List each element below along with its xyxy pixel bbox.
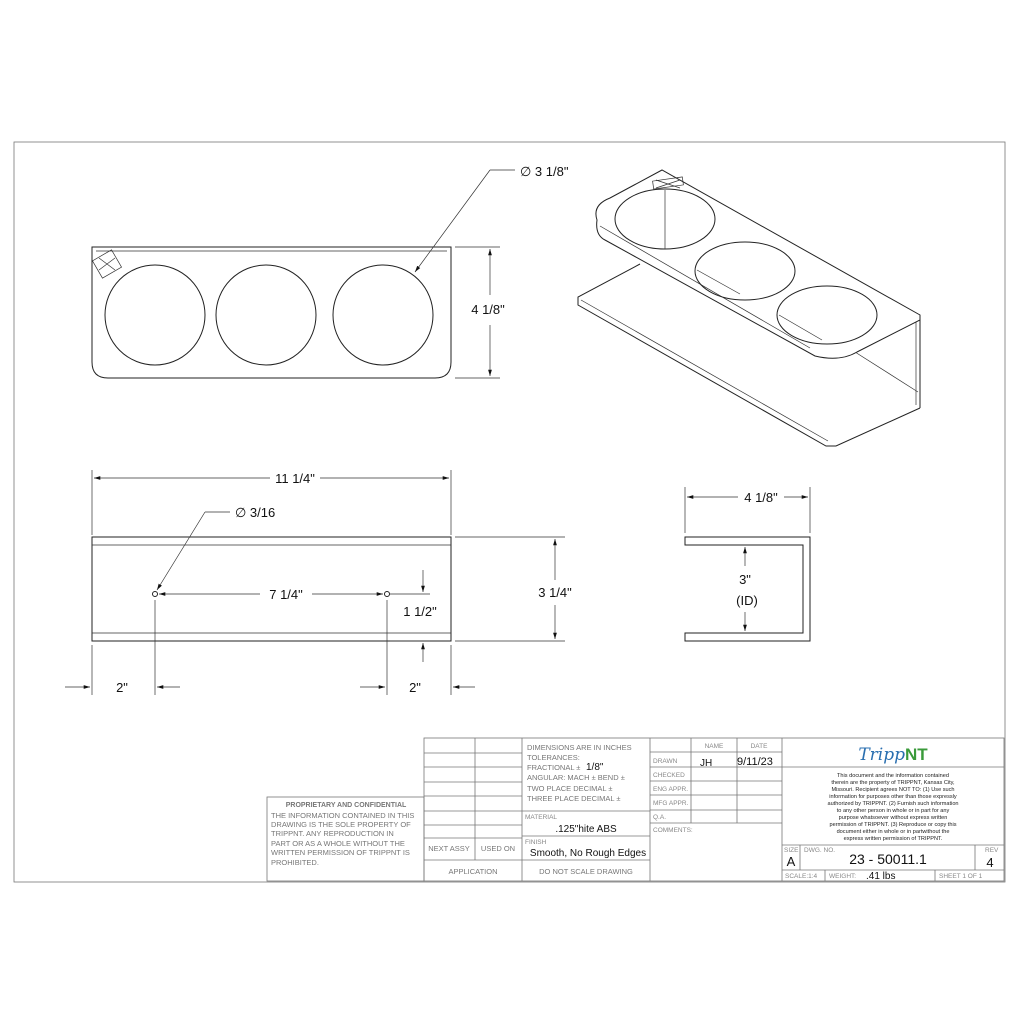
- hole: [694, 241, 796, 301]
- three-place-text: THREE PLACE DECIMAL ±: [527, 794, 620, 803]
- 5-text: PROHIBITED.: [271, 858, 319, 867]
- left-offset-label: 2": [116, 680, 128, 695]
- weight-value: .41 lbs: [866, 871, 895, 882]
- qa-label-text: Q.A.: [653, 814, 666, 821]
- two-place-text: TWO PLACE DECIMAL ±: [527, 784, 613, 793]
- fractional-value-text: 1/8": [586, 762, 604, 773]
- logo-mark-icon: [652, 176, 684, 190]
- hole-height-label: 1 1/2": [403, 604, 437, 619]
- 4-text: authorized by TRIPPNT. (2) Furnish such …: [827, 801, 958, 807]
- 6-text: purpose whatsoever without express writt…: [839, 815, 948, 821]
- drawn-date: 9/11/23: [737, 756, 773, 768]
- inner-height-label: 3": [739, 572, 751, 587]
- depth-label: 4 1/8": [744, 490, 778, 505]
- 9-text: express written permission of TRIPPNT.: [844, 836, 943, 842]
- 3-text: PART OR AS A WHOLE WITHOUT THE: [271, 839, 405, 848]
- title-text: PROPRIETARY AND CONFIDENTIAL: [286, 802, 407, 809]
- 1-text: therein are the property of TRIPPNT, Kan…: [831, 780, 955, 786]
- hole: [332, 264, 434, 366]
- scale-label-text: SCALE:1:4: [785, 873, 818, 880]
- 7-text: permission of TRIPPNT. (3) Reproduce or …: [829, 822, 956, 828]
- application-text: APPLICATION: [448, 867, 497, 876]
- line2-text: TOLERANCES:: [527, 753, 580, 762]
- inner-height-note: (ID): [736, 593, 758, 608]
- used-on-text: USED ON: [481, 844, 515, 853]
- hole: [215, 264, 317, 366]
- hole-spacing-label: 7 1/4": [269, 587, 303, 602]
- proprietary-box: PROPRIETARY AND CONFIDENTIAL THE INFORMA…: [266, 796, 425, 882]
- 4-text: WRITTEN PERMISSION OF TRIPPNT IS: [271, 848, 410, 857]
- next-assy-text: NEXT ASSY: [428, 844, 470, 853]
- comments-label-text: COMMENTS:: [653, 827, 693, 834]
- finish-label-text: FINISH: [525, 839, 547, 846]
- trippnt-logo: TrippNT: [858, 745, 928, 765]
- height-label: 4 1/8": [471, 302, 505, 317]
- logo-mark-icon: [91, 249, 123, 279]
- 0-text: This document and the information contai…: [837, 773, 949, 779]
- checked-label-text: CHECKED: [653, 772, 685, 779]
- side-view: 4 1/8" 3" (ID): [684, 487, 811, 642]
- 2-text: TRIPPNT. ANY REPRODUCTION IN: [271, 829, 394, 838]
- size-value: A: [787, 854, 796, 869]
- fractional-label-text: FRACTIONAL ±: [527, 763, 580, 772]
- do-not-scale-text: DO NOT SCALE DRAWING: [539, 867, 633, 876]
- revision: 4: [986, 855, 993, 870]
- title-block: NEXT ASSY USED ON APPLICATION DIMENSIONS…: [423, 737, 1005, 882]
- line1-text: DIMENSIONS ARE IN INCHES: [527, 743, 632, 752]
- mfg-appr-label-text: MFG APPR.: [653, 800, 689, 807]
- drawing-number: 23 - 50011.1: [849, 851, 927, 867]
- front-view: 11 1/4" ∅ 3/16 7 1/4" 1 1/2" 3 1/4" 2" 2…: [65, 470, 572, 695]
- 5-text: to any other person in whole or in part …: [837, 808, 950, 814]
- hole-diameter-label: ∅ 3 1/8": [520, 164, 569, 179]
- right-offset-label: 2": [409, 680, 421, 695]
- sheet-text: SHEET 1 OF 1: [939, 873, 983, 880]
- dwg-no-label-text: DWG. NO.: [804, 847, 835, 854]
- name-header-text: NAME: [705, 743, 724, 750]
- material-label-text: MATERIAL: [525, 814, 557, 821]
- sheet-border: [13, 141, 1006, 883]
- weight-label-text: WEIGHT:: [829, 873, 856, 880]
- rev-label-text: REV: [985, 847, 999, 854]
- svg-text:TrippNT: TrippNT: [858, 745, 928, 765]
- isometric-view: [577, 169, 921, 447]
- 8-text: document either in whole or in partwitho…: [837, 829, 950, 835]
- hole: [104, 264, 206, 366]
- drawn-name: JH: [700, 758, 712, 769]
- drawn-label-text: DRAWN: [653, 758, 678, 765]
- mounting-hole-diameter-label: ∅ 3/16: [235, 505, 275, 520]
- front-height-label: 3 1/4": [538, 585, 572, 600]
- angular-text: ANGULAR: MACH ± BEND ±: [527, 773, 625, 782]
- finish-value: Smooth, No Rough Edges: [530, 848, 646, 859]
- disclaimer: This document and the information contai…: [827, 773, 958, 842]
- top-view: ∅ 3 1/8" 4 1/8": [91, 164, 569, 379]
- 2-text: Missouri. Recipient agrees NOT TO: (1) U…: [831, 787, 954, 793]
- size-label-text: SIZE: [784, 847, 799, 854]
- 3-text: information for purposes other than thos…: [829, 794, 957, 800]
- 1-text: DRAWING IS THE SOLE PROPERTY OF: [271, 820, 411, 829]
- date-header-text: DATE: [751, 743, 769, 750]
- length-label: 11 1/4": [275, 471, 315, 486]
- eng-appr-label-text: ENG APPR.: [653, 786, 688, 793]
- hole: [776, 285, 878, 345]
- material-value: .125"hite ABS: [555, 824, 617, 835]
- 0-text: THE INFORMATION CONTAINED IN THIS: [271, 811, 414, 820]
